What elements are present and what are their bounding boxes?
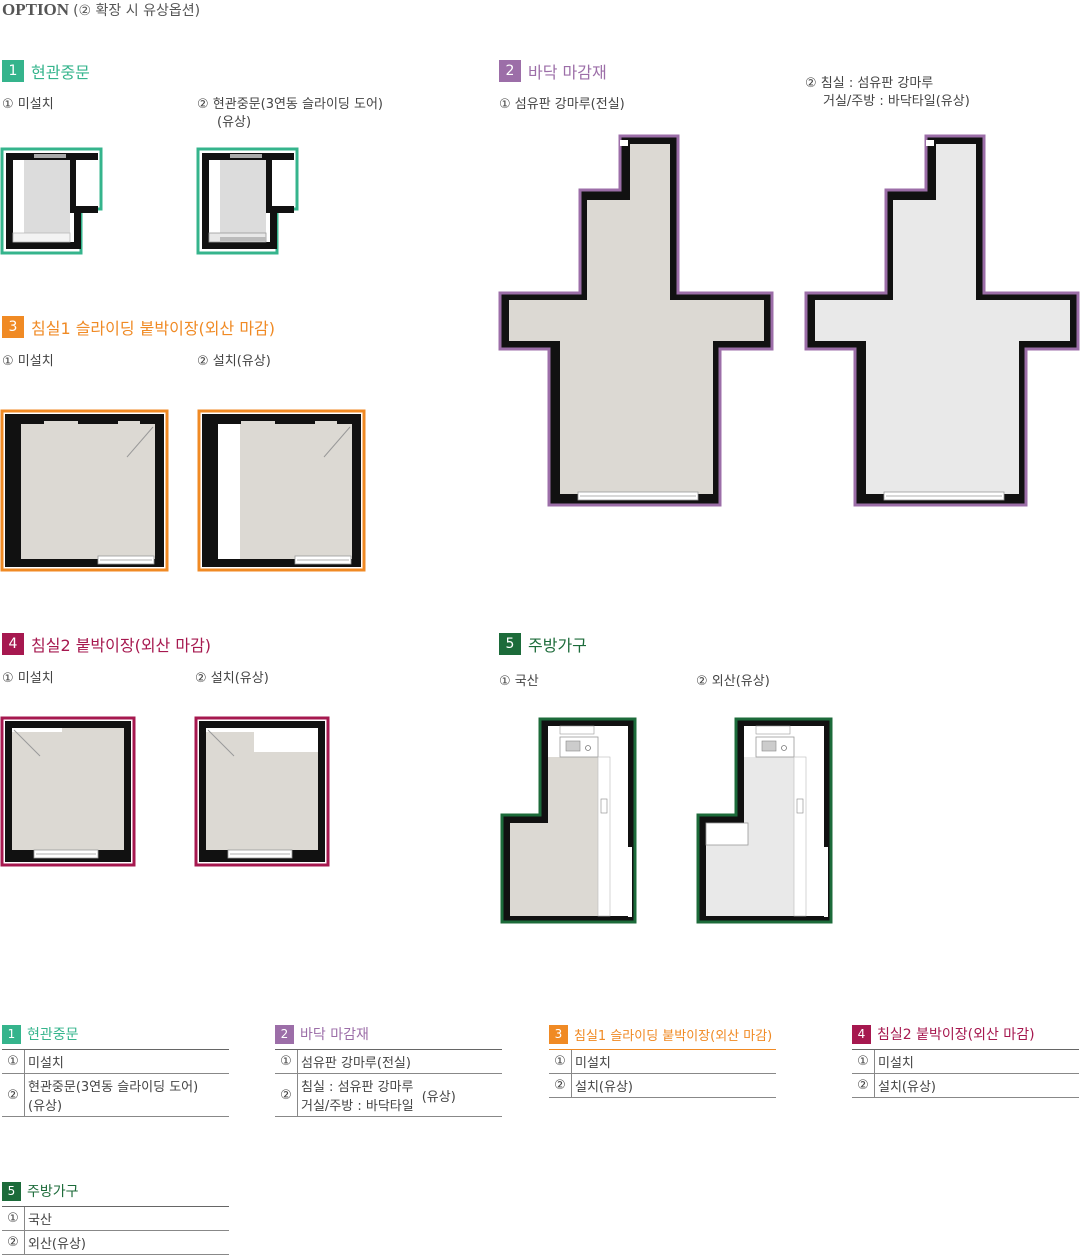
- row-text: 설치(유상): [874, 1073, 1079, 1098]
- page-title: OPTION(② 확장 시 유상옵션): [2, 0, 200, 20]
- row-text: 설치(유상): [571, 1073, 776, 1098]
- kitchen-plan-option-2: [696, 717, 833, 924]
- summary-number-badge: 5: [2, 1181, 21, 1201]
- summary-table-1: 1 현관중문 ① 미설치 ② 현관중문(3연동 슬라이딩 도어)(유상): [2, 1021, 229, 1117]
- section-2-option-2: ② 침실 : 섬유판 강마루 거실/주방 : 바닥타일(유상): [805, 75, 970, 111]
- row-text: 미설치: [874, 1050, 1079, 1074]
- section-2-option-1: ① 섬유판 강마루(전실): [499, 97, 625, 112]
- option-2-line-2: 거실/주방 : 바닥타일(유상): [823, 94, 970, 109]
- row-number: ①: [275, 1050, 298, 1074]
- section-5-option-2: ② 외산(유상): [696, 674, 770, 689]
- summary-table-4: 4 침실2 붙박이장(외산 마감) ① 미설치 ② 설치(유상): [852, 1021, 1079, 1098]
- row-text: 외산(유상): [24, 1230, 229, 1255]
- row-text: 국산: [24, 1207, 229, 1231]
- summary-number-badge: 1: [2, 1024, 21, 1044]
- row-number: ①: [2, 1050, 25, 1074]
- bedroom2-plan-option-1: [0, 716, 136, 867]
- section-4-option-1: ① 미설치: [2, 671, 54, 686]
- summary-table-3: 3 침실1 슬라이딩 붙박이장(외산 마감) ① 미설치 ② 설치(유상): [549, 1021, 776, 1098]
- section-1-option-2: ② 현관중문(3연동 슬라이딩 도어) (유상): [197, 96, 383, 132]
- row-number: ②: [852, 1073, 875, 1098]
- table-row: ① 섬유판 강마루(전실): [275, 1050, 502, 1074]
- row-number: ①: [852, 1050, 875, 1074]
- section-title-text: 침실2 붙박이장(외산 마감): [31, 636, 212, 655]
- summary-table-5: 5 주방가구 ① 국산 ② 외산(유상): [2, 1178, 229, 1255]
- row-number: ①: [549, 1050, 572, 1074]
- summary-title-text: 바닥 마감재: [300, 1027, 369, 1043]
- summary-title: 5 주방가구: [2, 1178, 229, 1204]
- row-number: ②: [275, 1073, 298, 1117]
- summary-title: 2 바닥 마감재: [275, 1021, 502, 1047]
- table-row: ② 외산(유상): [2, 1230, 229, 1255]
- section-title-text: 주방가구: [528, 636, 587, 655]
- option-2-line-2: (유상): [217, 115, 252, 130]
- table-row: ① 미설치: [852, 1050, 1079, 1074]
- option-title: OPTION: [2, 0, 70, 19]
- summary-title-text: 주방가구: [27, 1184, 79, 1200]
- section-1-option-1: ① 미설치: [2, 97, 54, 112]
- summary-title: 1 현관중문: [2, 1021, 229, 1047]
- row-number: ②: [2, 1230, 25, 1255]
- option-2-line-1: ② 침실 : 섬유판 강마루: [805, 76, 934, 91]
- summary-number-badge: 2: [275, 1024, 294, 1044]
- section-4-option-2: ② 설치(유상): [195, 671, 269, 686]
- table-row: ② 현관중문(3연동 슬라이딩 도어)(유상): [2, 1073, 229, 1117]
- section-number-badge: 5: [499, 633, 521, 655]
- section-1-title: 1 현관중문: [2, 59, 90, 83]
- section-title-text: 침실1 슬라이딩 붙박이장(외산 마감): [31, 319, 276, 338]
- summary-title-text: 현관중문: [27, 1027, 79, 1043]
- section-2-title: 2 바닥 마감재: [499, 59, 607, 83]
- summary-title: 4 침실2 붙박이장(외산 마감): [852, 1021, 1079, 1047]
- row-text: 현관중문(3연동 슬라이딩 도어)(유상): [24, 1073, 229, 1117]
- summary-title-text: 침실1 슬라이딩 붙박이장(외산 마감): [574, 1028, 773, 1044]
- row-number: ②: [549, 1073, 572, 1098]
- summary-rows: ① 미설치 ② 설치(유상): [852, 1050, 1079, 1098]
- section-title-text: 현관중문: [31, 63, 90, 82]
- table-row: ① 미설치: [549, 1050, 776, 1074]
- entrance-plan-option-1: [0, 147, 103, 255]
- summary-rows: ① 미설치 ② 설치(유상): [549, 1050, 776, 1098]
- section-4-title: 4 침실2 붙박이장(외산 마감): [2, 632, 211, 656]
- section-number-badge: 1: [2, 60, 24, 82]
- section-5-option-1: ① 국산: [499, 674, 539, 689]
- option-2-line-1: ② 현관중문(3연동 슬라이딩 도어): [197, 97, 383, 112]
- floor-plan-option-2: [804, 134, 1080, 507]
- floor-plan-option-1: [498, 134, 774, 507]
- section-number-badge: 4: [2, 633, 24, 655]
- bedroom2-plan-option-2: [194, 716, 330, 867]
- bedroom1-plan-option-2: [197, 409, 366, 572]
- option-subtitle: (② 확장 시 유상옵션): [73, 3, 201, 19]
- entrance-plan-option-2: [196, 147, 299, 255]
- table-row: ① 국산: [2, 1207, 229, 1231]
- row-number: ①: [2, 1207, 25, 1231]
- kitchen-plan-option-1: [500, 717, 637, 924]
- row-text: 미설치: [24, 1050, 229, 1074]
- summary-number-badge: 3: [549, 1024, 568, 1044]
- row-text: 섬유판 강마루(전실): [297, 1050, 502, 1074]
- bedroom1-plan-option-1: [0, 409, 169, 572]
- row-number: ②: [2, 1073, 25, 1117]
- summary-rows: ① 국산 ② 외산(유상): [2, 1207, 229, 1255]
- table-row: ② 설치(유상): [549, 1073, 776, 1098]
- section-3-option-2: ② 설치(유상): [197, 354, 271, 369]
- section-number-badge: 3: [2, 316, 24, 338]
- section-title-text: 바닥 마감재: [528, 63, 607, 82]
- summary-rows: ① 미설치 ② 현관중문(3연동 슬라이딩 도어)(유상): [2, 1050, 229, 1117]
- section-3-title: 3 침실1 슬라이딩 붙박이장(외산 마감): [2, 315, 275, 339]
- table-row: ② 설치(유상): [852, 1073, 1079, 1098]
- table-row: ① 미설치: [2, 1050, 229, 1074]
- summary-number-badge: 4: [852, 1024, 871, 1044]
- section-number-badge: 2: [499, 60, 521, 82]
- summary-title: 3 침실1 슬라이딩 붙박이장(외산 마감): [549, 1021, 776, 1047]
- section-3-option-1: ① 미설치: [2, 354, 54, 369]
- row-text: 미설치: [571, 1050, 776, 1074]
- section-5-title: 5 주방가구: [499, 632, 587, 656]
- summary-title-text: 침실2 붙박이장(외산 마감): [877, 1027, 1035, 1043]
